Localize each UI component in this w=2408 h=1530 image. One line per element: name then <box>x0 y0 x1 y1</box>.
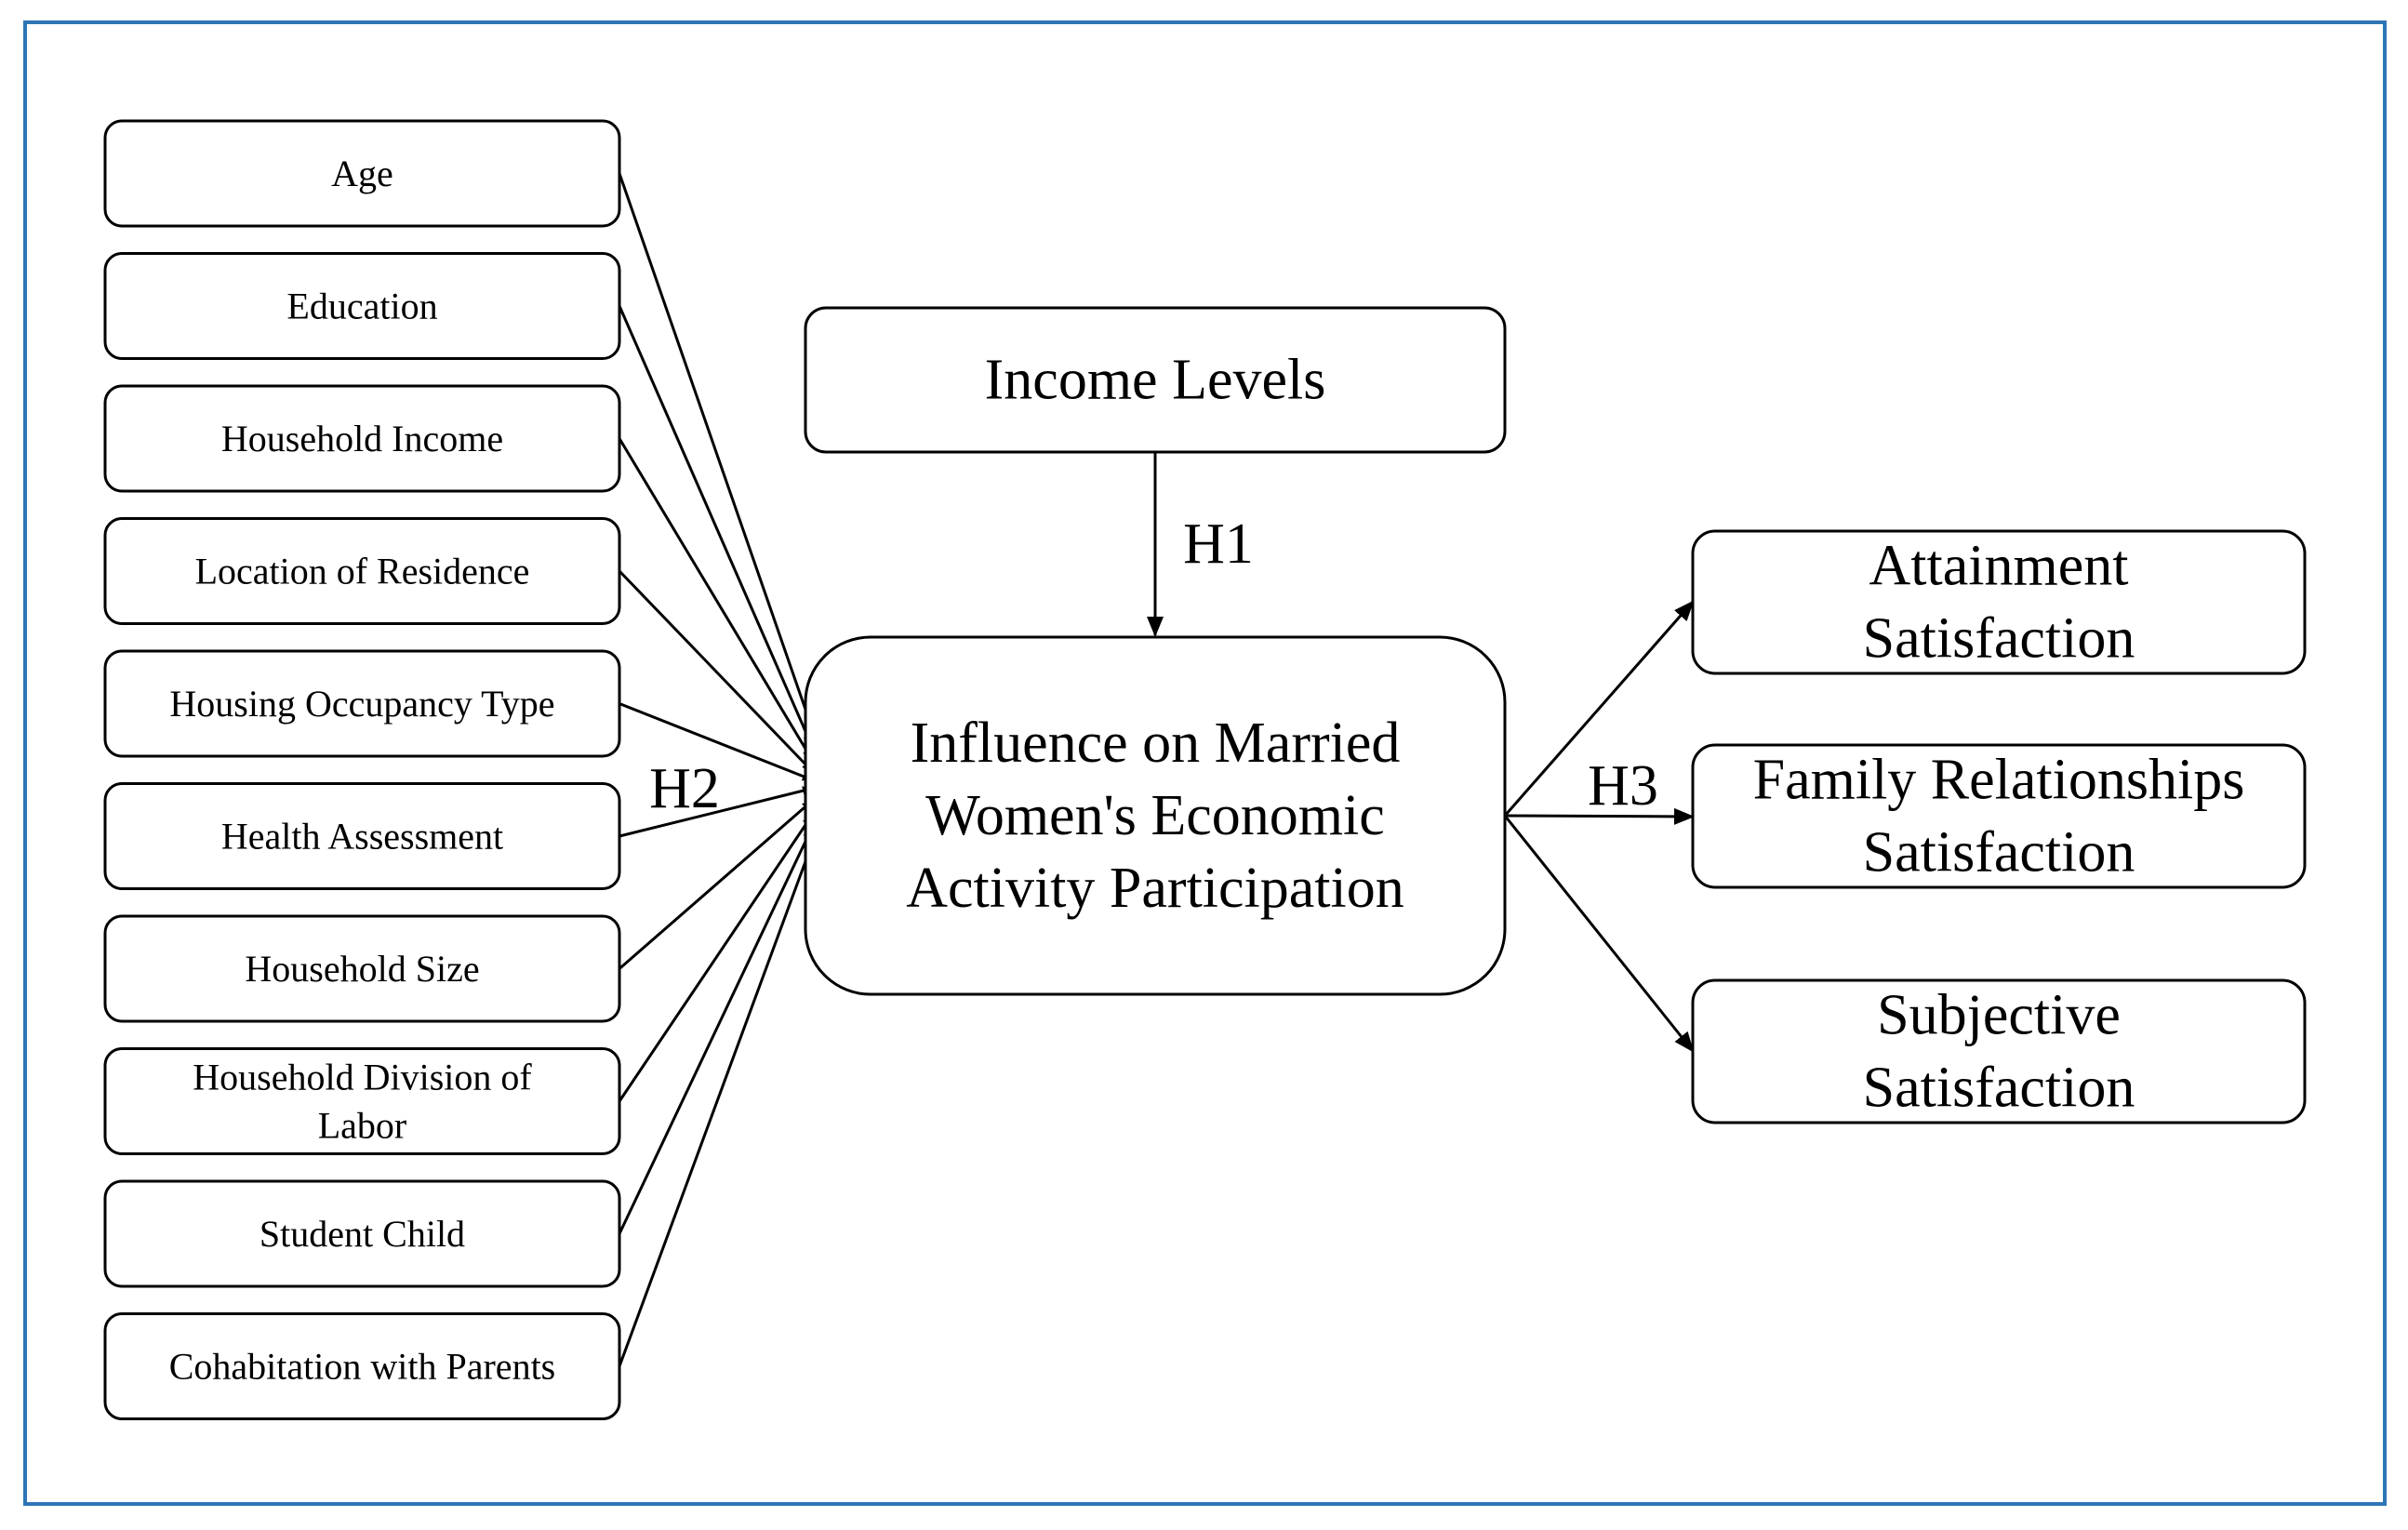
central-construct-box <box>804 635 1507 996</box>
predictor-household-size-box <box>103 914 621 1023</box>
central-construct-label: Women's Economic <box>925 784 1384 847</box>
predictor-household-income-label: Household Income <box>221 418 503 459</box>
arrow-household-income <box>618 437 813 759</box>
outcome-family-relationships-satisfaction-box <box>1691 743 2307 889</box>
arrow-age <box>618 173 813 726</box>
central-construct-label: Influence on Married <box>911 712 1401 775</box>
predictor-education-label: Education <box>286 286 437 327</box>
predictor-location-of-residence-label: Location of Residence <box>195 551 530 592</box>
predictor-household-size-label: Household Size <box>245 948 479 990</box>
predictor-health-assessment: Health Assessment <box>103 782 621 890</box>
predictor-cohabitation-with-parents-label: Cohabitation with Parents <box>169 1346 556 1388</box>
diagram-frame <box>23 20 2387 1506</box>
arrow-cohabitation-with-parents <box>618 845 813 1367</box>
predictor-cohabitation-with-parents-box <box>103 1312 621 1420</box>
outcome-subjective-satisfaction-label: Subjective <box>1877 984 2121 1047</box>
predictor-housing-occupancy-type-label: Housing Occupancy Type <box>169 683 554 725</box>
arrow-h3-subjective <box>1503 815 1695 1053</box>
arrow-housing-occupancy-type <box>619 702 812 781</box>
arrow-student-child <box>618 829 813 1235</box>
income-levels: Income Levels <box>804 306 1507 454</box>
arrow-location-of-residence <box>618 569 813 772</box>
outcome-subjective-satisfaction-box <box>1691 978 2307 1124</box>
predictor-health-assessment-box <box>103 782 621 890</box>
income-levels-box <box>804 306 1507 454</box>
predictor-household-income-box <box>103 384 621 493</box>
predictor-household-division-of-labor-box <box>103 1047 621 1155</box>
hypothesis-h3-label: H3 <box>1588 754 1658 818</box>
predictor-household-size: Household Size <box>103 914 621 1023</box>
arrow-household-division-of-labor <box>618 816 813 1102</box>
predictor-age-box <box>103 119 621 228</box>
predictor-student-child-box <box>103 1179 621 1288</box>
hypothesis-h2-label: H2 <box>649 757 720 820</box>
predictor-student-child-label: Student Child <box>259 1213 465 1255</box>
arrow-household-size <box>619 800 812 970</box>
predictor-housing-occupancy-type-box <box>103 649 621 758</box>
outcome-subjective-satisfaction-label: Satisfaction <box>1863 1057 2135 1120</box>
outcome-attainment-satisfaction-label: Satisfaction <box>1863 607 2135 671</box>
outcome-attainment-satisfaction-box <box>1691 529 2307 675</box>
predictor-household-division-of-labor-label: Labor <box>318 1105 407 1147</box>
arrow-h3-family <box>1504 807 1695 825</box>
central-construct-label: Activity Participation <box>906 857 1404 920</box>
predictor-location-of-residence: Location of Residence <box>103 517 621 625</box>
predictor-health-assessment-label: Health Assessment <box>221 816 503 858</box>
predictor-housing-occupancy-type: Housing Occupancy Type <box>103 649 621 758</box>
arrow-health-assessment <box>619 786 812 838</box>
predictor-location-of-residence-box <box>103 517 621 625</box>
predictor-household-division-of-labor-label: Household Division of <box>193 1057 532 1098</box>
income-levels-label: Income Levels <box>985 349 1326 412</box>
predictor-education: Education <box>103 252 621 360</box>
predictor-cohabitation-with-parents: Cohabitation with Parents <box>103 1312 621 1420</box>
predictor-age: Age <box>103 119 621 228</box>
predictor-age-label: Age <box>331 153 393 194</box>
outcome-family-relationships-satisfaction-label: Satisfaction <box>1863 821 2135 885</box>
hypothesis-h1-label: H1 <box>1183 512 1254 576</box>
predictor-education-box <box>103 252 621 360</box>
arrow-education <box>618 305 813 745</box>
outcome-family-relationships-satisfaction-label: Family Relationships <box>1753 749 2245 812</box>
predictor-household-division-of-labor: Household Division of Labor <box>103 1047 621 1155</box>
predictor-household-income: Household Income <box>103 384 621 493</box>
predictor-student-child: Student Child <box>103 1179 621 1288</box>
outcome-attainment-satisfaction-label: Attainment <box>1869 535 2129 598</box>
arrow-h3-attainment <box>1503 600 1695 817</box>
arrows-layer <box>618 173 1695 1367</box>
